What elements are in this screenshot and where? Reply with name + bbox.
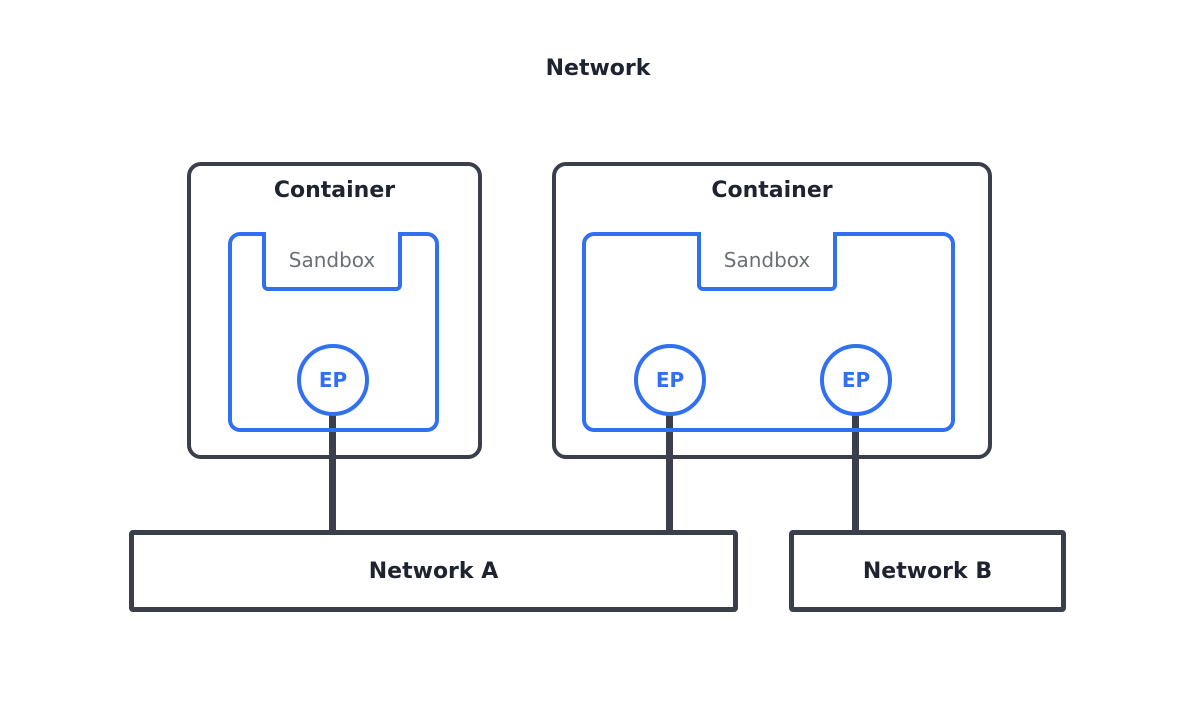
wire-ep1-network-a: [329, 412, 336, 534]
diagram-title: Network: [545, 56, 651, 81]
endpoint-1: EP: [297, 344, 369, 416]
wire-ep2-network-a: [666, 412, 673, 534]
endpoint-3: EP: [820, 344, 892, 416]
container-2: Container: [552, 162, 992, 459]
container-label: Container: [711, 178, 833, 203]
network-a: Network A: [129, 530, 738, 612]
sandbox-label-2: Sandbox: [697, 232, 837, 291]
endpoint-2: EP: [634, 344, 706, 416]
container-label: Container: [273, 178, 396, 203]
container-1: Container: [187, 162, 482, 459]
wire-ep3-network-b: [852, 412, 859, 534]
network-b: Network B: [789, 530, 1066, 612]
sandbox-label-1: Sandbox: [262, 232, 402, 291]
